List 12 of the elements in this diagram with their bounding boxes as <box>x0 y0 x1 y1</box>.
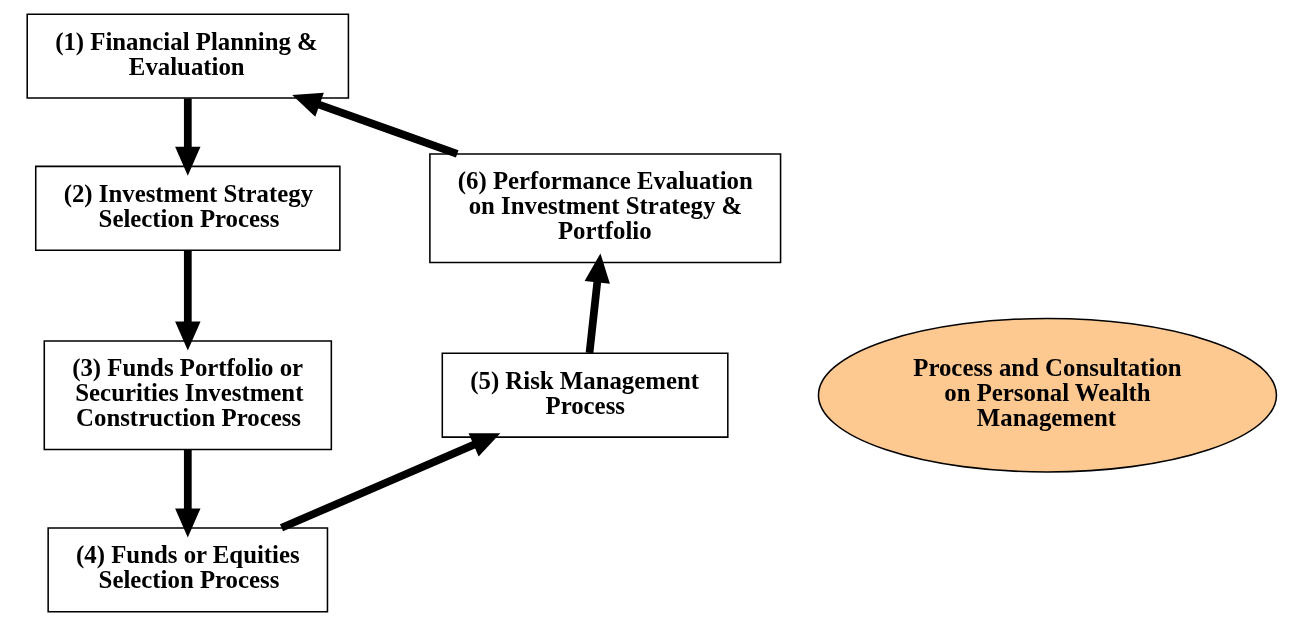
node-box: (4) Funds or Equities Selection Process <box>47 527 329 613</box>
arrow <box>292 92 459 158</box>
node-box: (1) Financial Planning & Evaluation <box>26 13 350 99</box>
arrow <box>584 253 610 354</box>
node-ellipse: Process and Consultation on Personal Wealth Management <box>817 317 1278 473</box>
arrow <box>279 433 501 532</box>
node-box: (6) Performance Evaluation on Investment Strategy & Portfolio <box>429 153 782 264</box>
node-box: (3) Funds Portfolio or Securities Investment Construction Process <box>43 340 333 451</box>
arrow <box>175 250 201 351</box>
node-box: (2) Investment Strategy Selection Process <box>34 165 341 251</box>
arrow <box>175 449 201 538</box>
node-box: (5) Risk Management Process <box>441 352 729 438</box>
